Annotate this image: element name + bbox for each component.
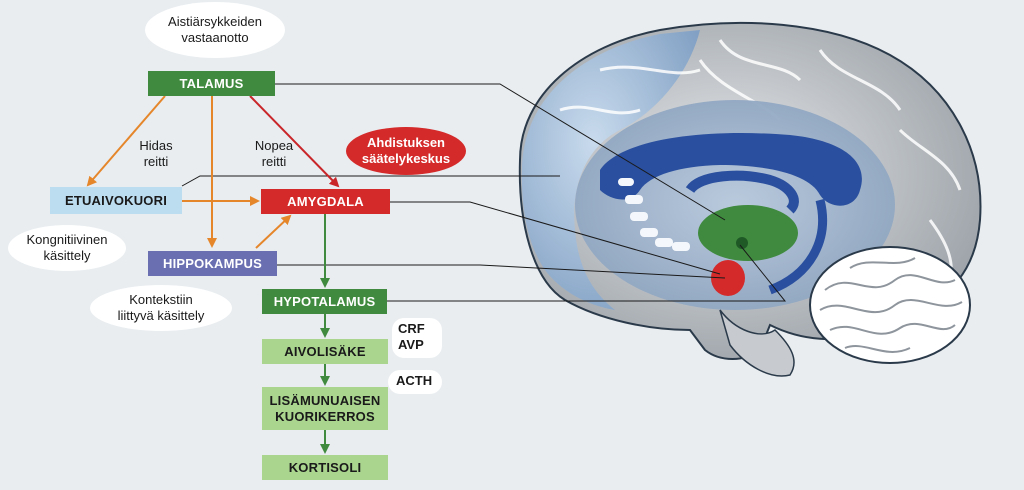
arrows [86, 95, 340, 454]
aivolisake-label: AIVOLISÄKE [284, 343, 366, 359]
ahdistuksen-text-2: säätelykeskus [361, 151, 451, 166]
corpus-callosum [600, 133, 862, 206]
aistiarsykkeiden-text-1: Aistiärsykkeiden [168, 14, 262, 29]
amygdala-pointer-line [390, 201, 721, 275]
etuaivokuori-box: ETUAIVOKUORI [50, 187, 182, 214]
amygdala-box: AMYGDALA [261, 189, 390, 214]
kognitiivinen-text-2: käsittely [43, 248, 91, 263]
konteksti-text-2: liittyvä käsittely [117, 308, 205, 323]
konteksti-text-1: Kontekstiin [129, 292, 193, 307]
lisamunuaisen-label-2: KUORIKERROS [275, 408, 375, 424]
talamus-pointer-line [275, 83, 726, 221]
brainstem [719, 309, 795, 377]
hippokampus-box: HIPPOKAMPUS [148, 251, 277, 276]
hypothalamus-shape [736, 237, 748, 249]
kognitiivinen-text-1: Kongnitiivinen [26, 232, 108, 247]
kortisoli-label: KORTISOLI [288, 459, 362, 475]
crf-text: CRF [398, 321, 425, 336]
lisamunuaisen-box: LISÄMUNUAISEN KUORIKERROS [262, 387, 388, 430]
acth-text: ACTH [396, 373, 433, 388]
arrow-talamus-etuaivokuori [86, 95, 166, 187]
ahdistuksen-bubble: Ahdistuksen säätelykeskus [346, 127, 466, 175]
hidas-reitti-label: Hidas reitti [126, 138, 186, 170]
crf-avp-tag: CRF AVP [392, 318, 442, 358]
acth-tag: ACTH [388, 370, 442, 394]
ahdistuksen-text-1: Ahdistuksen [366, 135, 445, 150]
hidas-text: Hidas [139, 138, 173, 153]
hippokampus-pointer-line [277, 264, 726, 279]
kortisoli-box: KORTISOLI [262, 455, 388, 480]
aistiarsykkeiden-bubble: Aistiärsykkeiden vastaanotto [145, 2, 285, 58]
kognitiivinen-bubble: Kongnitiivinen käsittely [8, 225, 126, 271]
nopea-text: Nopea [254, 138, 294, 153]
talamus-box: TALAMUS [148, 71, 275, 96]
lisamunuaisen-label-1: LISÄMUNUAISEN [269, 392, 381, 408]
arrow-talamus-amygdala [249, 95, 340, 188]
thalamus-shape [698, 205, 798, 261]
brain-illustration [518, 21, 982, 377]
hypotalamus-box: HYPOTALAMUS [262, 289, 387, 314]
pointer-lines [181, 83, 787, 302]
hippokampus-label: HIPPOKAMPUS [163, 255, 262, 271]
avp-text: AVP [398, 337, 424, 352]
talamus-label: TALAMUS [179, 75, 244, 91]
etuaivokuori-label: ETUAIVOKUORI [64, 192, 168, 208]
frontal-lobe [521, 30, 700, 310]
nopea-reitti-label: Nopea reitti [244, 138, 304, 170]
hypotalamus-pointer-line [387, 244, 787, 302]
aistiarsykkeiden-text-2: vastaanotto [181, 30, 249, 45]
amygdala-label: AMYGDALA [287, 193, 364, 209]
amygdala-shape [711, 260, 745, 296]
reitti-text-2: reitti [261, 154, 287, 169]
etuaivokuori-pointer-line [181, 175, 560, 187]
hypotalamus-label: HYPOTALAMUS [273, 293, 376, 309]
aivolisake-box: AIVOLISÄKE [262, 339, 388, 364]
arrow-hippokampus-amygdala [255, 214, 292, 249]
reitti-text-1: reitti [143, 154, 169, 169]
konteksti-bubble: Kontekstiin liittyvä käsittely [90, 285, 232, 331]
cerebellum [809, 246, 971, 364]
